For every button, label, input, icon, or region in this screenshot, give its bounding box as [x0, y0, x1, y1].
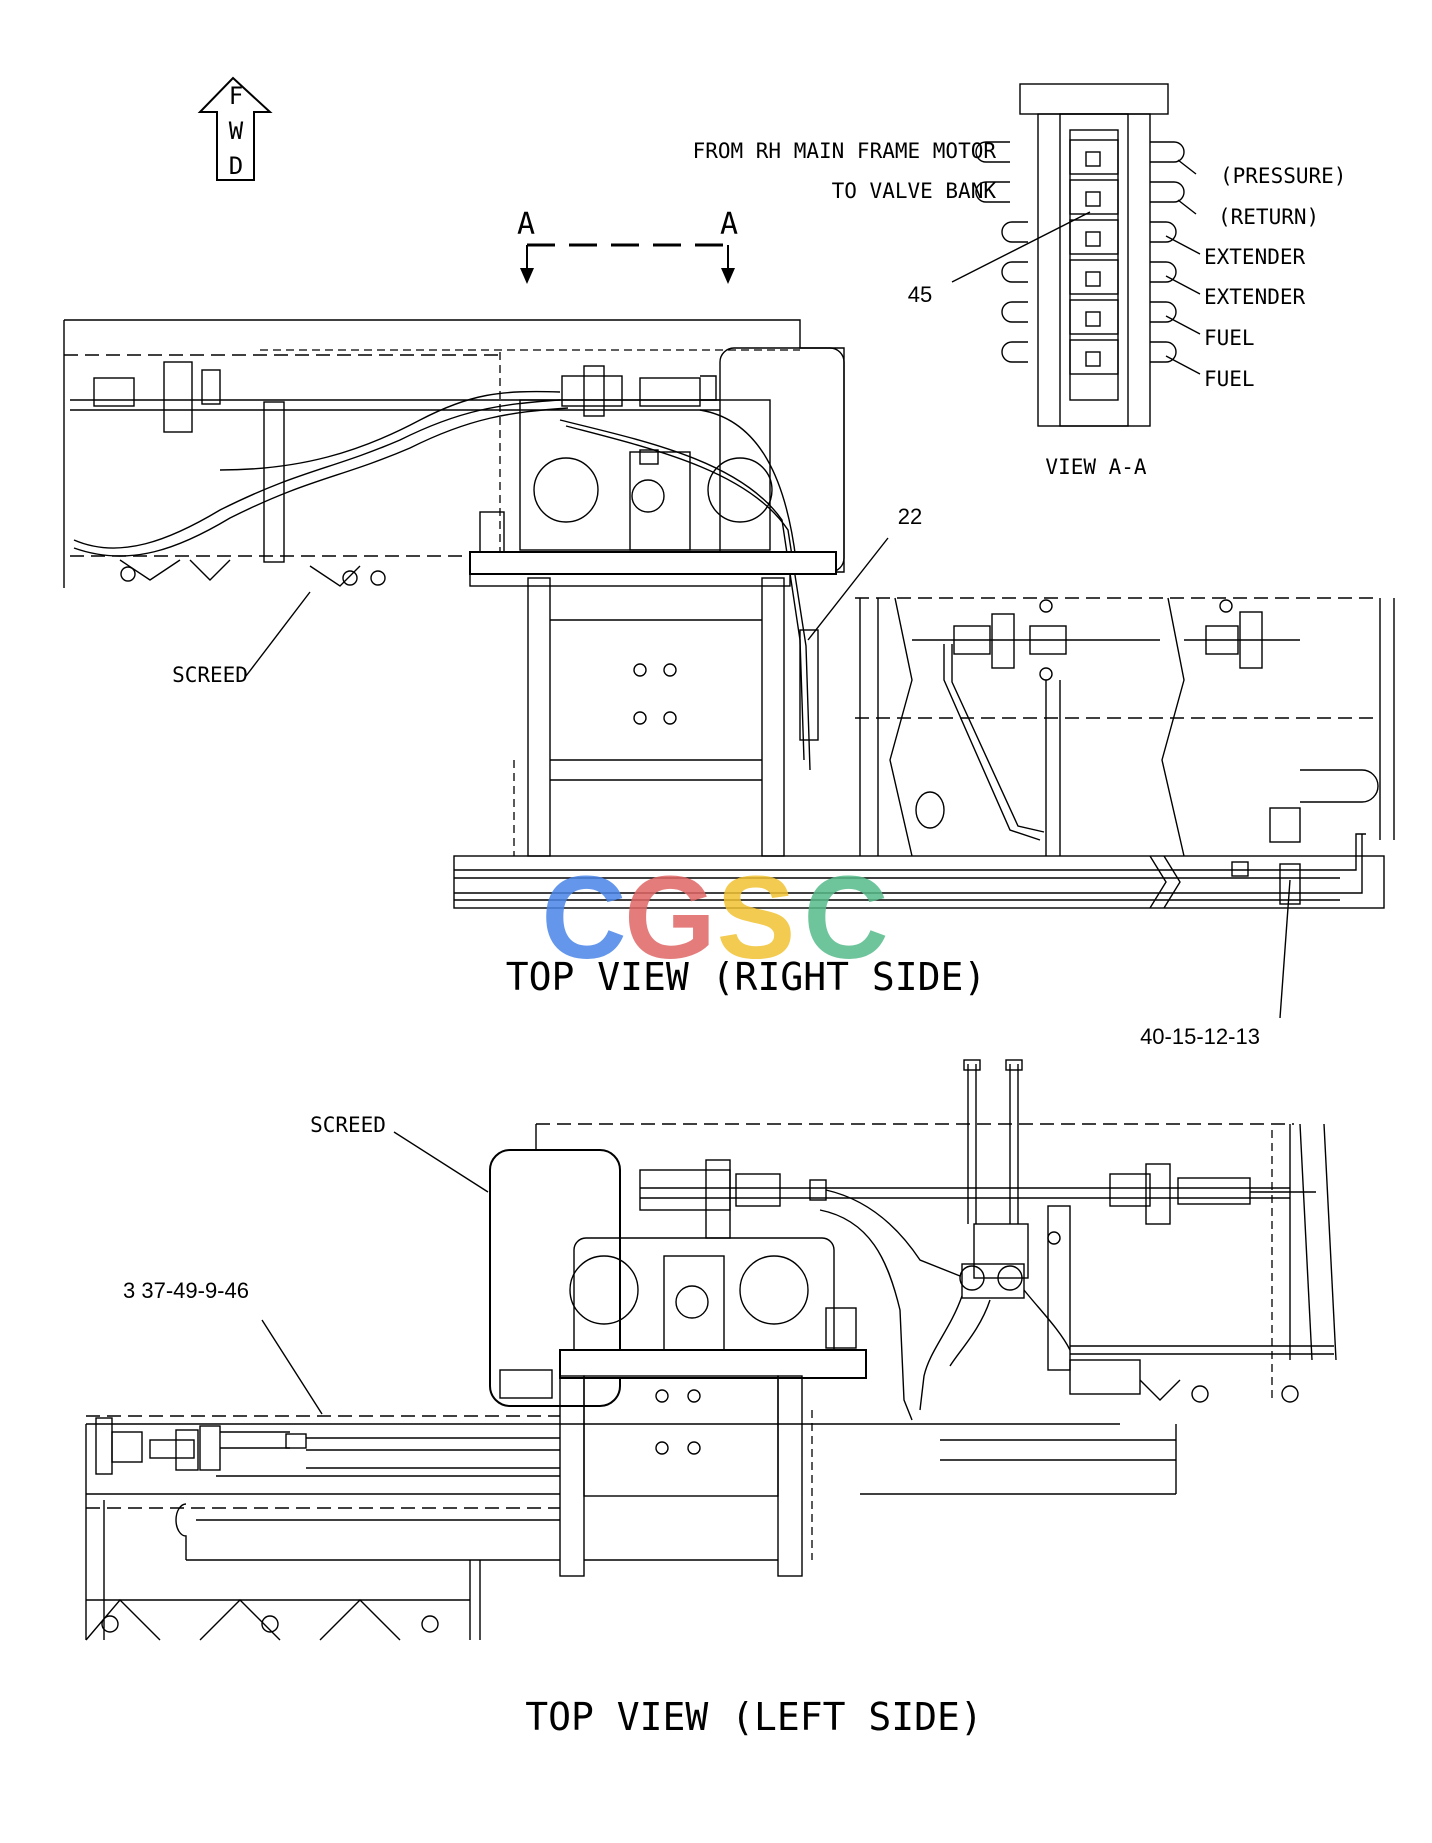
part-number-40-15-12-13: 40-15-12-13	[1140, 1024, 1260, 1049]
section-mark-right: A	[720, 207, 738, 242]
hose-fittings	[975, 141, 1185, 363]
part-number-22: 22	[898, 504, 922, 529]
watermark-letter-s: S	[717, 852, 796, 984]
view-aa-label-line1: FROM RH MAIN FRAME MOTOR	[693, 139, 997, 163]
cgsc-watermark: C G S C	[541, 852, 888, 984]
part-number-37-49-9-46: 3 37-49-9-46	[123, 1278, 249, 1303]
fwd-letter-d: D	[229, 152, 243, 180]
fwd-letter-w: W	[229, 117, 244, 145]
view-aa-valve-bank: FROM RH MAIN FRAME MOTOR TO VALVE BANK (…	[693, 83, 1346, 479]
screed-label-left: SCREED	[310, 1113, 386, 1137]
watermark-letter-g: G	[624, 852, 716, 984]
callout-extender-2: EXTENDER	[1204, 285, 1306, 309]
screed-label-right: SCREED	[172, 663, 248, 687]
section-marker: A A	[517, 207, 738, 284]
callout-return: (RETURN)	[1218, 205, 1319, 229]
fwd-letter-f: F	[229, 82, 243, 110]
callout-extender-1: EXTENDER	[1204, 245, 1306, 269]
top-view-right-drawing: SCREED 22 40-15-12-13 TOP VIEW (RIGHT SI…	[63, 319, 1395, 1049]
section-mark-left: A	[517, 207, 535, 242]
callout-fuel-2: FUEL	[1204, 367, 1255, 391]
callout-pressure: (PRESSURE)	[1220, 164, 1346, 188]
watermark-letter-c1: C	[541, 852, 626, 984]
valve-section-stack	[1069, 139, 1119, 375]
top-view-left-drawing: SCREED 3 37-49-9-46 TOP VIEW (LEFT SIDE)	[85, 1059, 1337, 1739]
callout-fuel-1: FUEL	[1204, 326, 1255, 350]
top-view-left-title: TOP VIEW (LEFT SIDE)	[525, 1695, 983, 1739]
part-number-45: 45	[908, 282, 932, 307]
forward-arrow-icon: F W D	[197, 76, 273, 181]
top-view-right-title: TOP VIEW (RIGHT SIDE)	[506, 955, 986, 999]
view-aa-title: VIEW A-A	[1045, 455, 1147, 479]
watermark-letter-c2: C	[803, 852, 888, 984]
view-aa-label-line2: TO VALVE BANK	[832, 179, 997, 203]
